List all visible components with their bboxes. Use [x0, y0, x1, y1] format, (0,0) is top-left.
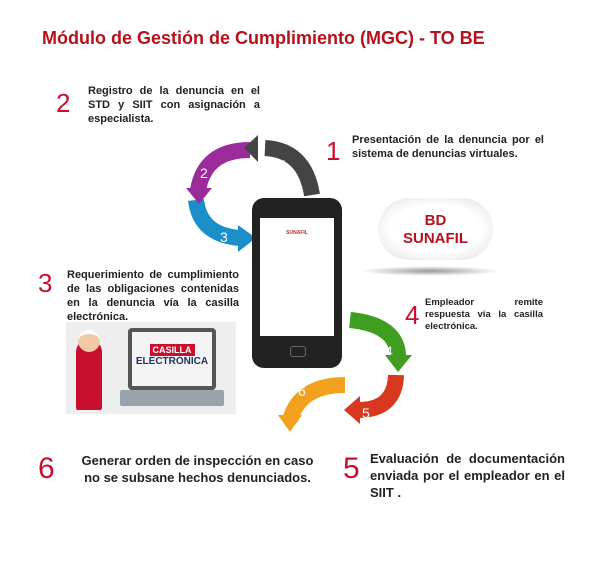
- arrow-6-head: [278, 415, 302, 432]
- step-6-number: 6: [38, 452, 55, 485]
- db-line2: SUNAFIL: [403, 230, 468, 247]
- laptop-keyboard: [120, 390, 224, 406]
- arrow-5: [357, 374, 404, 418]
- step-2-number: 2: [56, 88, 71, 118]
- phone-screen: SUNAFIL: [260, 218, 334, 336]
- arrow-4-label: 4: [385, 343, 393, 359]
- arrow-3-head: [238, 225, 256, 252]
- arrow-2-head: [186, 188, 212, 204]
- step-1-text: Presentación de la denuncia por el siste…: [352, 134, 544, 160]
- cloud-shadow: [360, 266, 500, 276]
- arrow-2: [190, 142, 251, 192]
- step-4-text: Empleador remite respuesta vía la casill…: [425, 297, 543, 332]
- arrow-1-head: [244, 135, 258, 162]
- step-5-text: Evaluación de documentación enviada por …: [370, 451, 565, 500]
- step-3-text: Requerimiento de cumplimiento de las obl…: [67, 269, 239, 323]
- arrow-4: [348, 312, 407, 361]
- smartphone-image: SUNAFIL: [252, 198, 342, 368]
- step-1-number: 1: [326, 136, 341, 166]
- step-4-number: 4: [405, 300, 420, 330]
- step-2-text: Registro de la denuncia en el STD y SIIT…: [88, 85, 260, 125]
- step-3-number: 3: [38, 268, 53, 298]
- casilla-electronica-image: CASILLA ELECTRÓNICA: [66, 322, 236, 414]
- arrow-1-label: 1: [280, 157, 288, 173]
- arrow-6: [282, 377, 346, 423]
- step-6-text: Generar orden de inspección en caso no s…: [81, 453, 314, 485]
- worker-head: [78, 330, 100, 352]
- arrow-6-label: 6: [298, 383, 306, 399]
- page-title: Módulo de Gestión de Cumplimiento (MGC) …: [42, 28, 485, 48]
- arrow-3: [188, 198, 241, 246]
- laptop-screen: CASILLA ELECTRÓNICA: [128, 328, 216, 390]
- arrow-3-label: 3: [220, 229, 228, 245]
- phone-logo: SUNAFIL: [286, 230, 308, 236]
- database-cloud: BD SUNAFIL: [378, 198, 493, 260]
- arrow-4-head: [385, 355, 412, 372]
- home-button: [290, 346, 306, 357]
- arrow-1: [264, 140, 320, 197]
- db-line1: BD: [424, 212, 447, 229]
- arrow-5-label: 5: [362, 405, 370, 421]
- arrow-5-head: [344, 396, 360, 424]
- laptop-line2: ELECTRÓNICA: [135, 356, 209, 367]
- step-5-number: 5: [343, 452, 360, 485]
- laptop-line1: CASILLA: [149, 344, 195, 356]
- arrow-2-label: 2: [200, 165, 208, 181]
